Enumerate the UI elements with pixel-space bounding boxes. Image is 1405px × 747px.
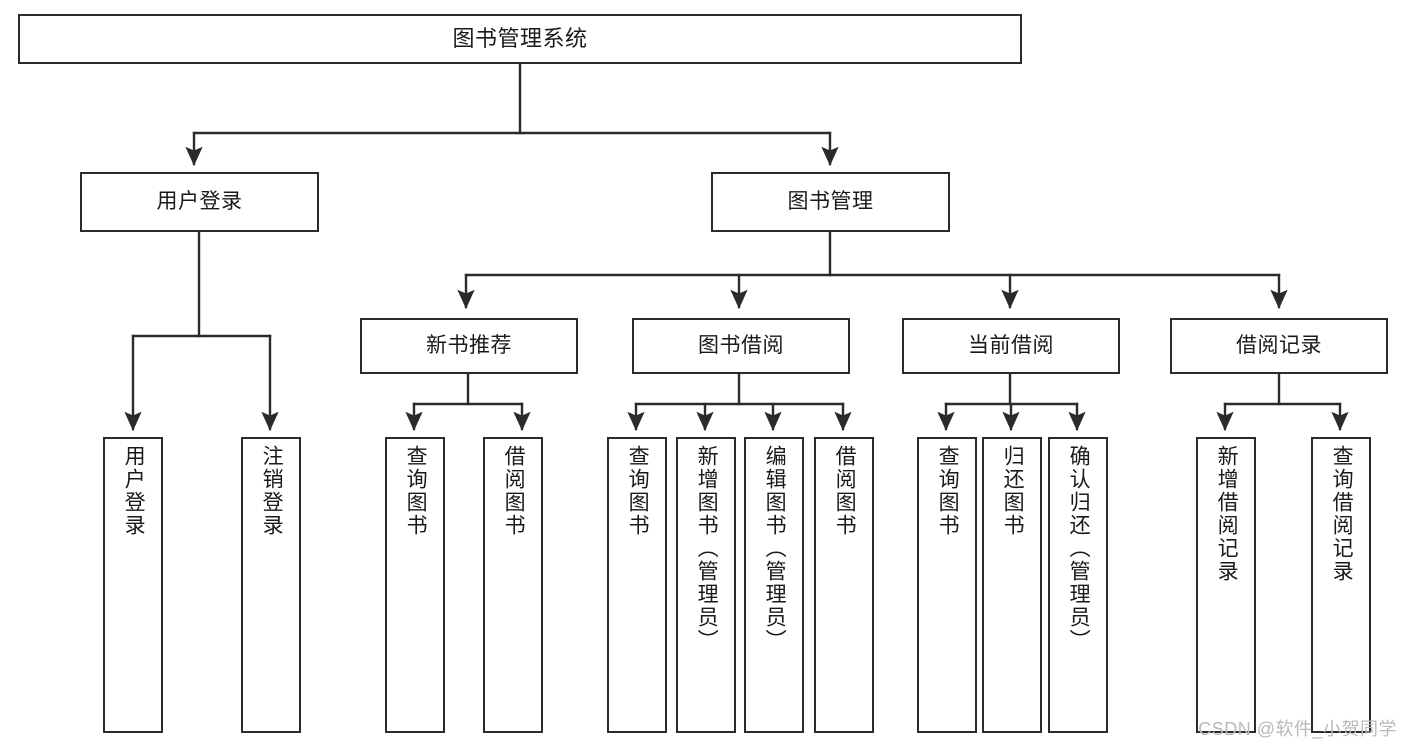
node-label: 查询图书 [936, 445, 960, 537]
leaf-book-borrow-edit-book-admin[interactable]: 编辑图书（管理员） [744, 437, 804, 733]
node-book-management[interactable]: 图书管理 [711, 172, 950, 232]
leaf-current-borrow-return-book[interactable]: 归还图书 [982, 437, 1042, 733]
node-book-borrowing[interactable]: 图书借阅 [632, 318, 850, 374]
node-label: 新增借阅记录 [1215, 445, 1239, 583]
node-label: 查询图书 [404, 445, 428, 537]
leaf-new-book-borrow-book[interactable]: 借阅图书 [483, 437, 543, 733]
node-label: 当前借阅 [968, 333, 1054, 357]
node-label: 用户登录 [156, 189, 243, 213]
node-label: 新书推荐 [426, 333, 512, 357]
leaf-current-borrow-confirm-return-admin[interactable]: 确认归还（管理员） [1048, 437, 1108, 733]
leaf-borrow-record-add-record[interactable]: 新增借阅记录 [1196, 437, 1256, 733]
node-label: 查询图书 [626, 445, 650, 537]
node-label: 图书管理 [787, 189, 874, 213]
node-label: 用户登录 [122, 445, 146, 537]
node-new-book-recommendation[interactable]: 新书推荐 [360, 318, 578, 374]
leaf-book-borrow-query-book[interactable]: 查询图书 [607, 437, 667, 733]
leaf-current-borrow-query-book[interactable]: 查询图书 [917, 437, 977, 733]
csdn-watermark: CSDN @软件_小贺同学 [1198, 719, 1397, 739]
leaf-book-borrow-borrow-book[interactable]: 借阅图书 [814, 437, 874, 733]
node-label: 新增图书（管理员） [695, 445, 719, 652]
node-label: 归还图书 [1001, 445, 1025, 537]
node-label: 注销登录 [260, 445, 284, 537]
node-root-book-management-system[interactable]: 图书管理系统 [18, 14, 1022, 64]
node-label: 图书管理系统 [452, 26, 588, 52]
leaf-borrow-record-query-record[interactable]: 查询借阅记录 [1311, 437, 1371, 733]
node-label: 借阅记录 [1236, 333, 1322, 357]
node-label: 借阅图书 [833, 445, 857, 537]
leaf-book-borrow-add-book-admin[interactable]: 新增图书（管理员） [676, 437, 736, 733]
leaf-new-book-query-book[interactable]: 查询图书 [385, 437, 445, 733]
node-user-login[interactable]: 用户登录 [80, 172, 319, 232]
node-label: 查询借阅记录 [1330, 445, 1354, 583]
node-label: 编辑图书（管理员） [763, 445, 787, 652]
node-label: 确认归还（管理员） [1067, 445, 1091, 652]
node-borrow-records[interactable]: 借阅记录 [1170, 318, 1388, 374]
node-label: 借阅图书 [502, 445, 526, 537]
leaf-user-login-login[interactable]: 用户登录 [103, 437, 163, 733]
node-current-borrowing[interactable]: 当前借阅 [902, 318, 1120, 374]
leaf-user-login-logout[interactable]: 注销登录 [241, 437, 301, 733]
node-label: 图书借阅 [698, 333, 784, 357]
